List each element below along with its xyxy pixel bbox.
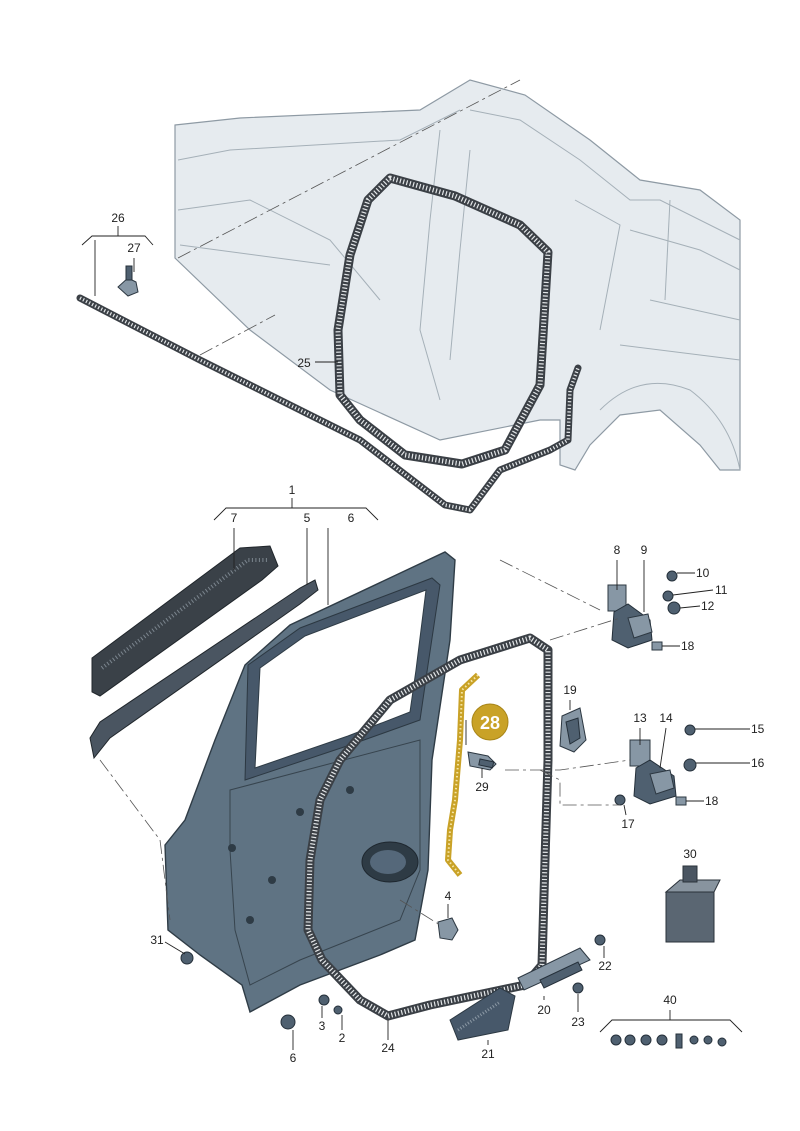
label-22: 22	[598, 959, 612, 973]
label-13: 13	[633, 711, 647, 725]
label-18-top: 18	[681, 639, 695, 653]
label-20: 20	[537, 1003, 551, 1017]
buffer-4-icon	[437, 917, 459, 941]
lock-cover-19	[559, 707, 587, 753]
label-19: 19	[563, 683, 577, 697]
rear-door-shell	[164, 551, 456, 1014]
car-body-side-panel	[174, 79, 741, 471]
label-40: 40	[663, 993, 677, 1007]
label-8: 8	[614, 543, 621, 557]
label-5: 5	[304, 511, 311, 525]
label-12: 12	[701, 599, 715, 613]
label-14: 14	[659, 711, 673, 725]
label-31: 31	[150, 933, 164, 947]
label-15: 15	[751, 722, 765, 736]
label-9: 9	[641, 543, 648, 557]
handle-bracket-21	[449, 987, 516, 1041]
part-number-labels: 1 7 5 6 26 27 25 8 9 10 11 12 18 19 13 1…	[111, 211, 764, 1065]
label-3: 3	[319, 1019, 326, 1033]
label-10: 10	[696, 566, 710, 580]
door-seal	[303, 633, 553, 1021]
label-2: 2	[339, 1031, 346, 1045]
label-17: 17	[621, 817, 635, 831]
lower-hinge-13-14	[629, 739, 677, 805]
label-23: 23	[571, 1015, 585, 1029]
label-6-top: 6	[348, 511, 355, 525]
hardware-set-40	[610, 1033, 727, 1049]
assembly-guide-lines	[99, 79, 631, 926]
buffer-29-icon	[467, 751, 497, 771]
upper-hinge-8-9	[607, 584, 653, 649]
highlighted-seal-strip-28	[445, 672, 481, 877]
window-channel-strip-5	[89, 579, 319, 760]
label-7: 7	[231, 511, 238, 525]
leader-lines	[94, 226, 750, 1050]
clip-27-icon	[117, 265, 139, 297]
label-4: 4	[445, 889, 452, 903]
label-26: 26	[111, 211, 125, 225]
label-25: 25	[297, 356, 311, 370]
label-24: 24	[381, 1041, 395, 1055]
highlight-badge-label: 28	[480, 713, 500, 733]
window-trim-strip-7	[91, 545, 279, 697]
label-21: 21	[481, 1047, 495, 1061]
bolt-icons	[180, 570, 697, 1030]
callout-brackets	[81, 235, 743, 1033]
door-opening-seal	[333, 173, 553, 469]
sealant-bottle-30	[664, 865, 721, 943]
label-18-bottom: 18	[705, 794, 719, 808]
door-check-20	[517, 947, 591, 991]
label-30: 30	[683, 847, 697, 861]
label-29: 29	[475, 780, 489, 794]
sill-seal-strip	[76, 294, 582, 514]
label-1: 1	[289, 483, 296, 497]
label-27: 27	[127, 241, 141, 255]
label-11: 11	[715, 583, 728, 597]
label-16: 16	[751, 756, 765, 770]
highlight-badge-28[interactable]: 28	[471, 703, 509, 741]
label-6-bottom: 6	[290, 1051, 297, 1065]
